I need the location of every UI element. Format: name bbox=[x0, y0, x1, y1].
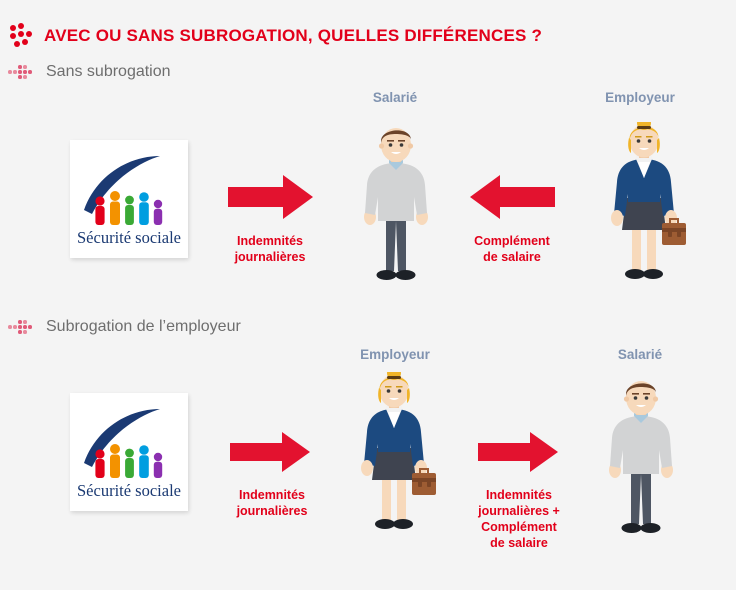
page-title: AVEC OU SANS SUBROGATION, QUELLES DIFFÉR… bbox=[44, 26, 543, 45]
person-employeur-bottom bbox=[352, 372, 436, 536]
caption-employeur-top: Employeur bbox=[605, 90, 675, 105]
dot-arrow-small-icon bbox=[8, 318, 38, 336]
caption-employeur-bottom: Employeur bbox=[360, 347, 430, 362]
person-salarie-bottom bbox=[603, 378, 679, 538]
label-complement-de-salaire-top: Complément de salaire bbox=[474, 234, 550, 264]
securite-sociale-logo-top: Sécurité sociale bbox=[70, 140, 188, 258]
arrow-left-complement-top bbox=[470, 175, 555, 224]
arrow-right-indemnites-bottom bbox=[230, 432, 310, 477]
label-indemnites-plus-complement: Indemnités journalières + Complément de … bbox=[478, 488, 560, 550]
caption-salarie-bottom: Salarié bbox=[617, 347, 663, 362]
person-salarie-top bbox=[358, 125, 434, 285]
dot-arrow-small-icon bbox=[8, 63, 38, 81]
section-heading-sans-subrogation: Sans subrogation bbox=[0, 60, 171, 84]
person-employeur-top bbox=[602, 122, 686, 286]
section-heading-subrogation-employeur: Subrogation de l’employeur bbox=[0, 315, 241, 339]
logo-text: Sécurité sociale bbox=[77, 228, 181, 247]
securite-sociale-logo-bottom: Sécurité sociale bbox=[70, 393, 188, 511]
securite-sociale-logo-graphic: Sécurité sociale bbox=[70, 140, 188, 258]
arrow-right-indemnites-plus-complement bbox=[478, 432, 558, 477]
dot-arrow-icon bbox=[10, 23, 36, 49]
caption-salarie-top: Salarié bbox=[372, 90, 418, 105]
header: AVEC OU SANS SUBROGATION, QUELLES DIFFÉR… bbox=[0, 18, 736, 54]
section-label: Subrogation de l’employeur bbox=[46, 318, 241, 335]
logo-text: Sécurité sociale bbox=[77, 481, 181, 500]
label-indemnites-journalieres-bottom: Indemnités journalières bbox=[236, 488, 308, 518]
securite-sociale-logo-graphic: Sécurité sociale bbox=[70, 393, 188, 511]
section-label: Sans subrogation bbox=[46, 63, 171, 80]
label-indemnites-journalieres-top: Indemnités journalières bbox=[234, 234, 306, 264]
arrow-right-indemnites-top bbox=[228, 175, 313, 224]
